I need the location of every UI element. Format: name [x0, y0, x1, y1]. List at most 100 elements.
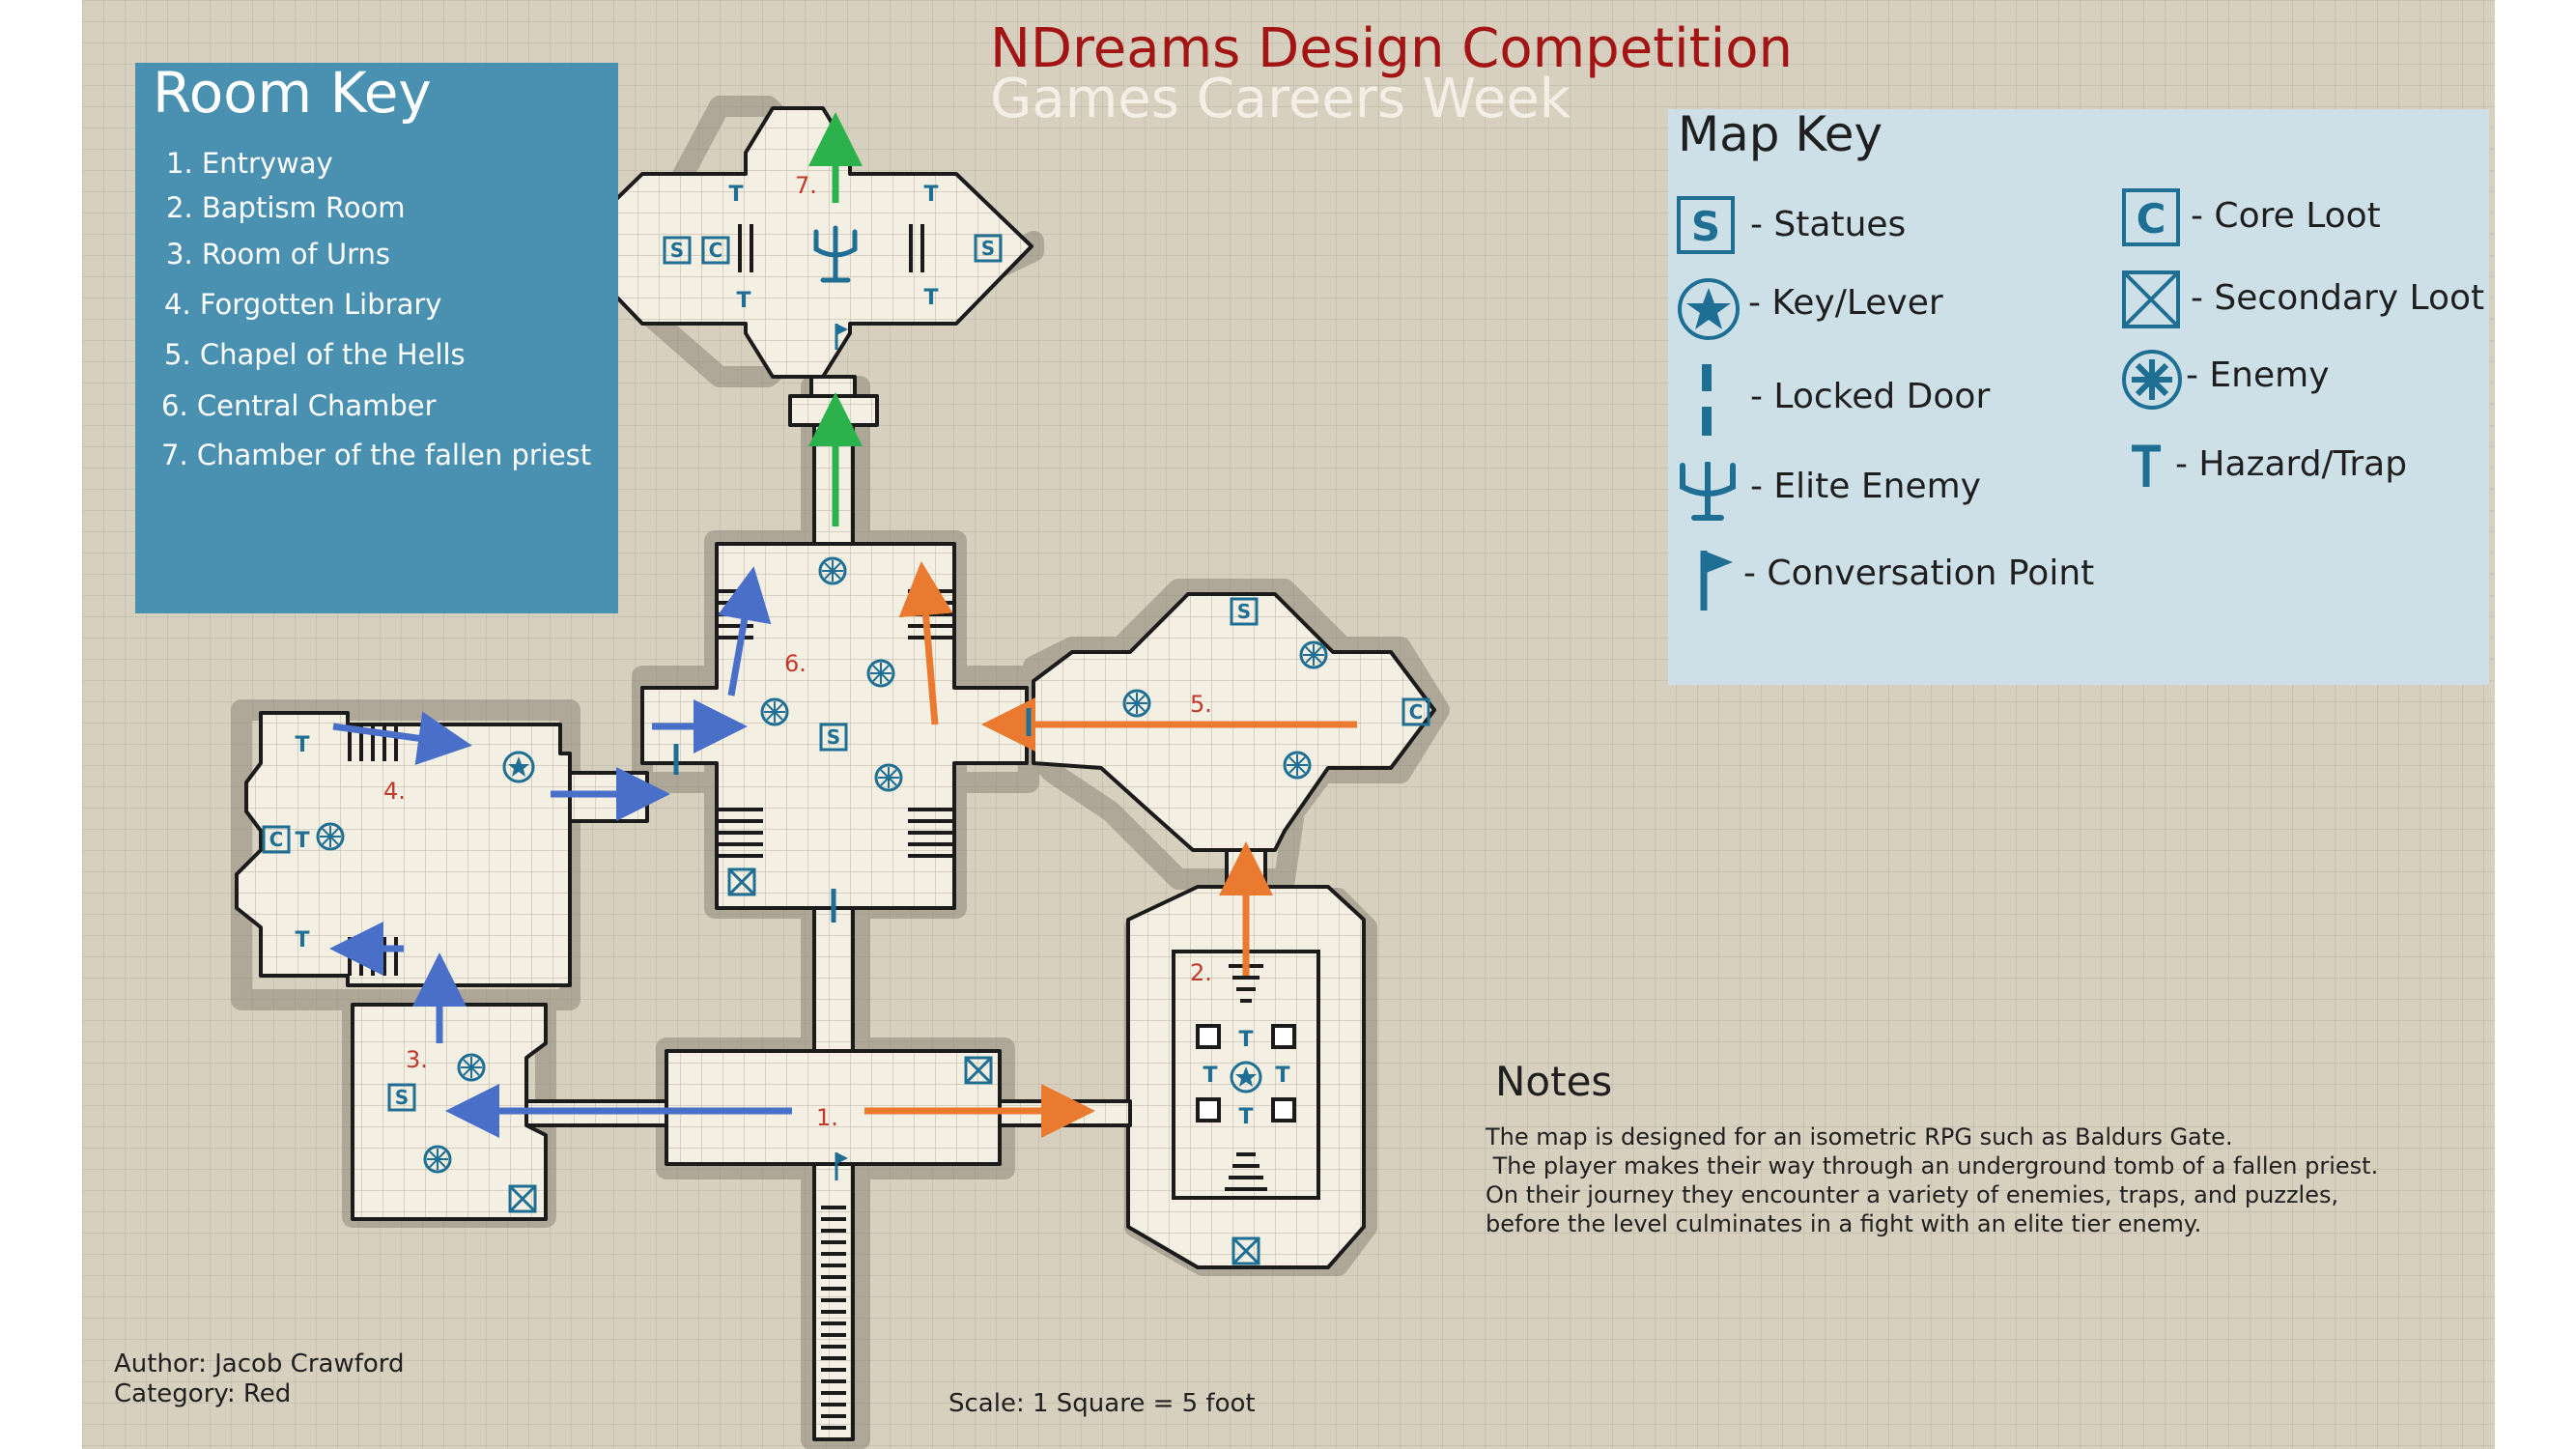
hazard-trap-icon — [2132, 444, 2161, 487]
hazard-trap-icon: T — [295, 928, 309, 952]
conversation-point-icon — [835, 324, 848, 350]
legend-label-secondary-loot: - Secondary Loot — [2191, 278, 2485, 318]
room-number-5: 5. — [1190, 691, 1212, 718]
secondary-loot-icon — [964, 1056, 993, 1085]
room-number-3: 3. — [406, 1046, 428, 1073]
notes-line: before the level culminates in a fight w… — [1486, 1210, 2202, 1237]
key-lever-icon — [1678, 278, 1740, 340]
elite-enemy-icon — [1680, 462, 1736, 521]
svg-text:S: S — [1691, 203, 1720, 250]
svg-text:S: S — [981, 237, 995, 260]
secondary-loot-icon — [727, 867, 756, 896]
room-4-forgotten-library — [235, 711, 572, 987]
core-loot-icon: C — [2122, 188, 2180, 246]
svg-text:C: C — [2137, 195, 2166, 242]
room-key-item: 6. Central Chamber — [161, 389, 437, 422]
key-lever-icon — [502, 751, 535, 783]
enemy-icon — [1122, 689, 1151, 718]
legend-label-elite-enemy: - Elite Enemy — [1750, 467, 1981, 506]
conversation-point-icon — [1700, 551, 1733, 611]
statue-icon: S — [663, 236, 692, 265]
hazard-trap-icon: T — [295, 829, 309, 853]
enemy-icon — [457, 1053, 486, 1082]
room-number-4: 4. — [383, 778, 406, 805]
core-loot-icon: C — [262, 825, 291, 854]
stairs-room-7-east — [909, 224, 924, 272]
room-number-7: 7. — [795, 172, 817, 199]
core-loot-icon: C — [1401, 697, 1430, 726]
arrow-blue-6-north — [718, 566, 772, 696]
arrow-blue-4-north — [332, 711, 472, 765]
enemy-icon — [316, 822, 345, 851]
room-numbers: 1. 2. 3. 4. 5. 6. 7. — [383, 172, 1212, 1131]
stairs — [348, 224, 1267, 1430]
statue-icon: S — [819, 723, 848, 752]
enemy-icon — [874, 763, 903, 792]
page-title: NDreams Design Competition — [990, 17, 1793, 80]
statue-icon: S — [387, 1083, 416, 1112]
statue-and-loot-markers: S S S S S C C C — [262, 234, 1430, 1112]
legend-label-core-loot: - Core Loot — [2191, 196, 2381, 236]
elite-enemy-icon — [813, 225, 858, 283]
hazard-trap-icon: T — [1203, 1064, 1217, 1088]
category-label: Category: Red — [114, 1379, 292, 1408]
svg-text:C: C — [1409, 700, 1424, 724]
corridor-6-to-1 — [812, 906, 855, 1053]
room-key-title: Room Key — [153, 60, 432, 126]
notes-title: Notes — [1495, 1058, 1613, 1105]
baptism-pillars — [1196, 1024, 1296, 1122]
enemy-icon — [818, 556, 847, 585]
legend-label-conversation-point: - Conversation Point — [1743, 554, 2095, 593]
legend-label-locked-door: - Locked Door — [1750, 377, 1991, 416]
notes-line: On their journey they encounter a variet… — [1486, 1181, 2339, 1208]
enemy-icon — [2122, 350, 2182, 410]
room-number-6: 6. — [784, 650, 807, 677]
enemy-icon — [760, 697, 789, 726]
room-key-item: 2. Baptism Room — [166, 191, 406, 224]
hazard-trap-icon: T — [923, 286, 938, 310]
stairs-south — [821, 1206, 846, 1430]
legend-label-enemy: - Enemy — [2186, 355, 2330, 395]
room-key-item: 1. Entryway — [166, 147, 333, 180]
stairs-room-6-sw — [717, 808, 763, 858]
svg-text:S: S — [670, 239, 684, 262]
room-key-item: 5. Chapel of the Hells — [164, 338, 466, 371]
hazard-trap-icon: T — [736, 289, 750, 313]
notes-line: The player makes their way through an un… — [1486, 1152, 2379, 1179]
stairs-room-6-se — [908, 808, 954, 858]
svg-text:C: C — [709, 239, 723, 262]
locked-door-icon — [1702, 364, 1712, 436]
enemy-icon — [1283, 751, 1312, 780]
conversation-point-icon — [835, 1152, 848, 1180]
room-key-panel — [135, 63, 618, 613]
secondary-loot-icon — [1231, 1236, 1260, 1265]
enemy-icon — [1299, 640, 1328, 669]
map-key-panel — [1668, 109, 2489, 685]
secondary-loot-icon — [508, 1184, 537, 1213]
statue-icon: S — [1677, 196, 1735, 254]
key-lever-icon — [1230, 1061, 1262, 1094]
arrow-orange-6-north — [898, 561, 953, 725]
statue-icon: S — [1230, 597, 1259, 626]
stairs-room-7-west — [738, 224, 753, 272]
svg-text:S: S — [1237, 600, 1251, 623]
path-arrows — [329, 112, 1357, 1138]
hazard-trap-icon: T — [295, 733, 309, 757]
author-label: Author: Jacob Crawford — [114, 1350, 405, 1378]
room-7-chamber-of-the-fallen-priest — [566, 106, 1033, 379]
room-number-1: 1. — [816, 1104, 838, 1131]
core-loot-icon: C — [701, 236, 730, 265]
statue-icon: S — [974, 234, 1003, 263]
room-number-2: 2. — [1190, 959, 1212, 986]
secondary-loot-markers — [508, 867, 1260, 1265]
room-key-item: 7. Chamber of the fallen priest — [161, 439, 592, 471]
enemy-icon — [423, 1145, 452, 1174]
enemy-icon — [866, 659, 895, 688]
legend-label-statues: - Statues — [1750, 205, 1907, 244]
conversation-markers — [835, 324, 848, 1180]
secondary-loot-icon — [2122, 270, 2180, 328]
scale-label: Scale: 1 Square = 5 foot — [948, 1389, 1256, 1418]
hazard-trap-icon: T — [1238, 1105, 1253, 1129]
key-markers — [502, 751, 1262, 1094]
